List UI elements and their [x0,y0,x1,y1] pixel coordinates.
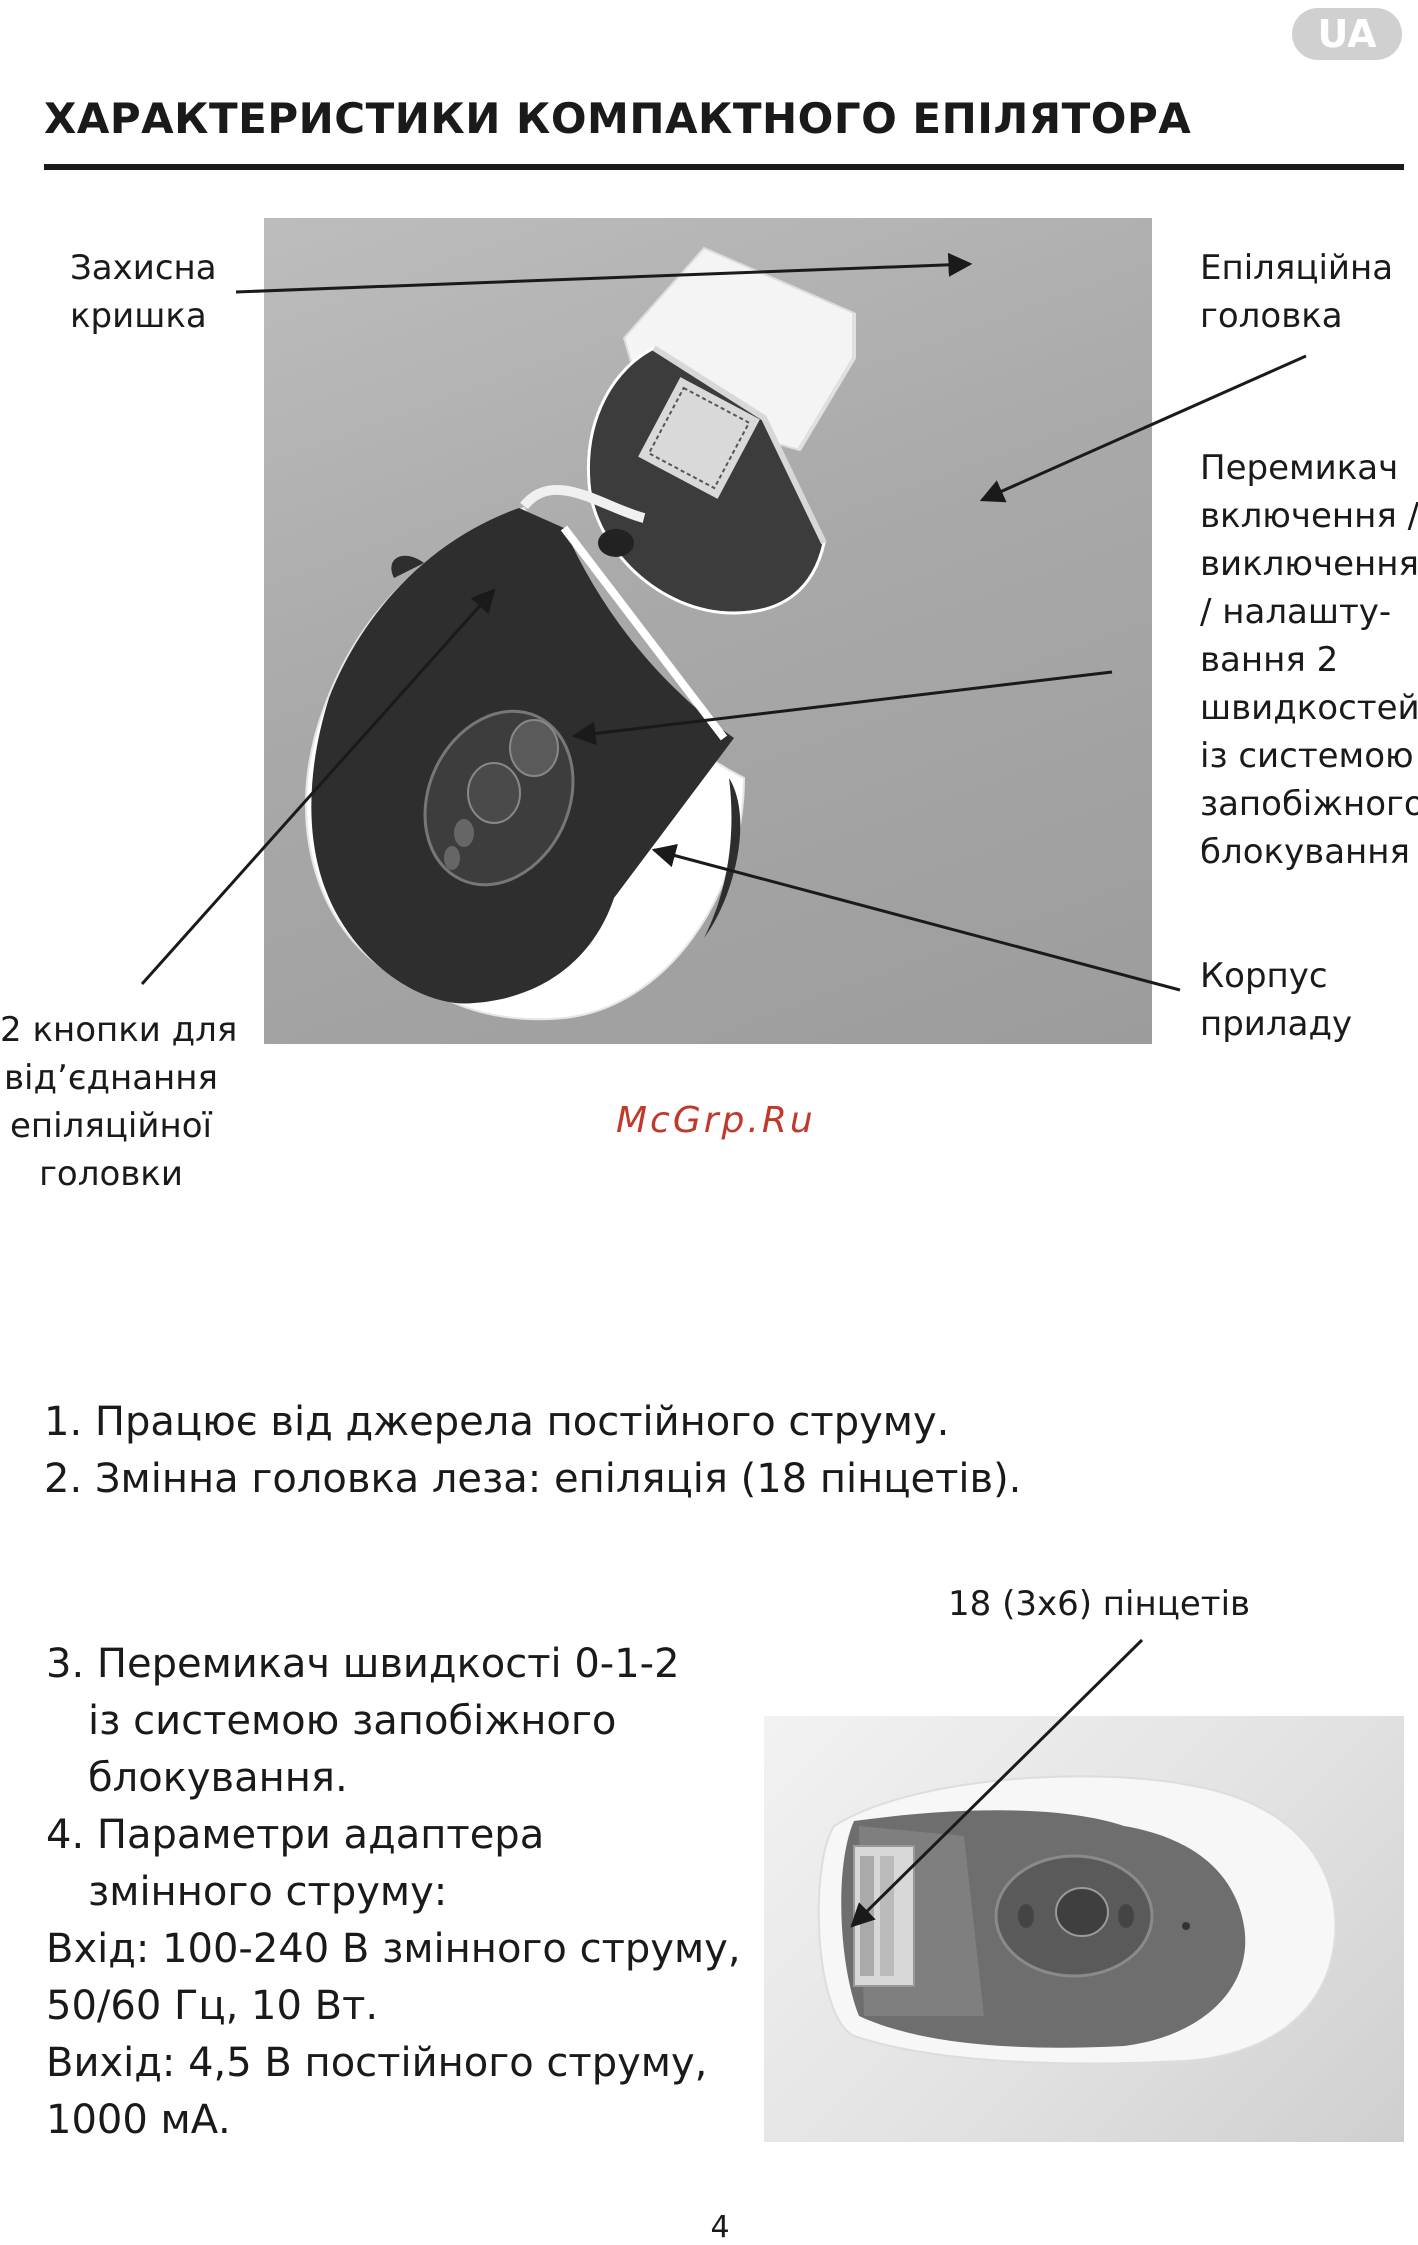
power-switch-label: Перемикач включення / виключення / налаш… [1200,448,1418,872]
feature-item: змінного струму: [88,1869,448,1915]
pointer-body [651,843,1181,992]
epilator-body-illustration [305,484,746,1021]
page-title: ХАРАКТЕРИСТИКИ КОМПАКТНОГО ЕПІЛЯТОРА [44,94,1192,143]
feature-item: Вихід: 4,5 В постійного струму, [46,2040,708,2086]
epilator-illustration [305,246,856,1021]
watermark: McGrp.Ru [616,1100,816,1141]
feature-item: 2. Змінна головка леза: епіляція (18 пін… [44,1456,1022,1502]
feature-item: 50/60 Гц, 10 Вт. [46,1983,379,2029]
page-number: 4 [710,2210,730,2245]
feature-item: 3. Перемикач швидкості 0-1-2 [46,1641,680,1687]
feature-item: 1000 мА. [46,2097,231,2143]
features-list-bottom: 3. Перемикач швидкості 0-1-2 із системою… [46,1636,741,2149]
epilator-photo [764,1716,1404,2142]
feature-item: Вхід: 100-240 В змінного струму, [46,1926,741,1972]
pointer-power-switch [571,670,1113,746]
language-badge: UA [1292,8,1402,60]
pointer-protective-cap [235,252,973,294]
epilation-head-illustration [586,345,827,615]
feature-item: блокування. [88,1755,348,1801]
epilator-photo-illustration [817,1775,1337,2065]
epilator-exploded-figure [264,218,1152,1044]
release-buttons-label: 2 кнопки для від’єднання епіляційної гол… [0,1010,238,1194]
protective-cap-label: Захисна кришка [70,248,217,336]
feature-item: 1. Працює від джерела постійного струму. [44,1399,950,1445]
body-label: Корпус приладу [1200,956,1353,1044]
features-list-top: 1. Працює від джерела постійного струму.… [44,1394,1021,1508]
title-divider [44,164,1404,170]
epilation-head-label: Епіляційна головка [1200,248,1394,336]
pointer-epilation-head [979,354,1307,503]
feature-item: із системою запобіжного [88,1698,617,1744]
pointer-release-buttons [140,588,496,985]
tweezers-label: 18 (3х6) пінцетів [948,1584,1251,1624]
feature-item: 4. Параметри адаптера [46,1812,545,1858]
pointer-tweezers [850,1638,1144,1928]
